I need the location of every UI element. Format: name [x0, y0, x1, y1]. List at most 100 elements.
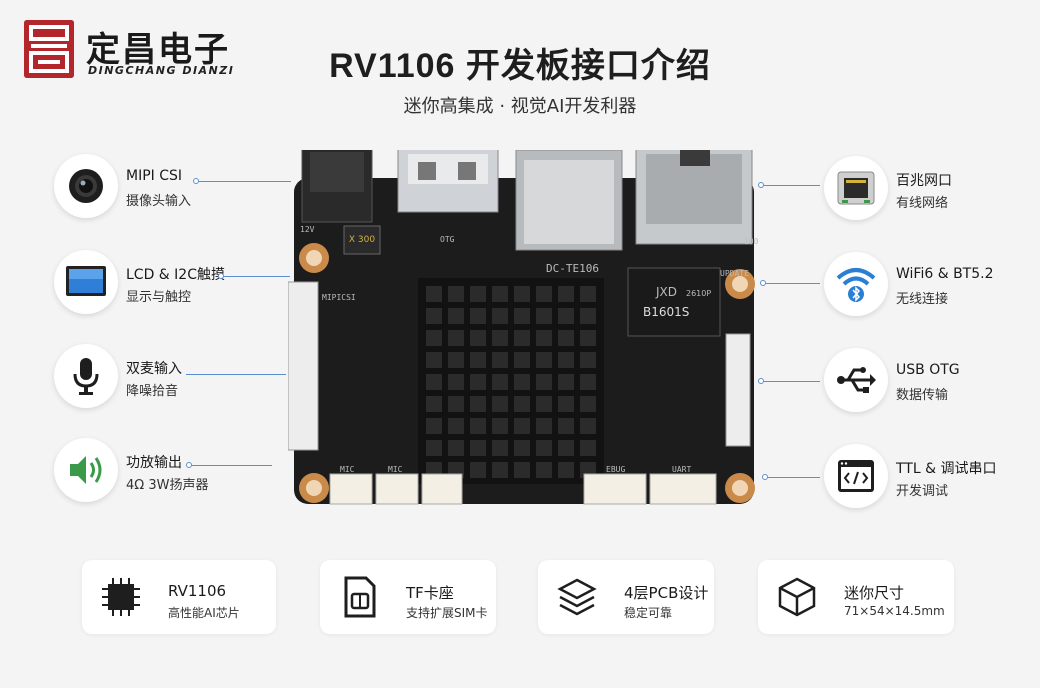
heatsink-fin [492, 308, 508, 324]
card-sub: 高性能AI芯片 [168, 606, 240, 620]
rv1106-board-image: X 300 JXD 2610P B1601S 12V OTG DC-TE106 … [287, 139, 760, 510]
card-pcb: 4层PCB设计 稳定可靠 [538, 560, 714, 634]
heatsink-fin [536, 462, 552, 478]
card-title: 4层PCB设计 [624, 584, 709, 602]
page-title: RV1106 开发板接口介绍 [329, 47, 711, 85]
heatsink-fin [514, 286, 530, 302]
logo-mark-icon [24, 20, 74, 78]
heatsink-fin [492, 286, 508, 302]
feature-label: TTL & 调试串口 [896, 461, 997, 477]
heatsink-fin [536, 330, 552, 346]
leader-line [186, 374, 286, 375]
microphone-icon [54, 344, 118, 408]
heatsink-fin [448, 374, 464, 390]
feature-dual-mic: 双麦输入 降噪拾音 [54, 344, 274, 410]
heatsink-fin [426, 330, 442, 346]
feature-sub: 有线网络 [896, 196, 949, 211]
silk-mic-2: MIC [388, 465, 403, 474]
silk-mic-1: MIC [340, 465, 355, 474]
leader-dot [762, 474, 768, 480]
feature-sub: 降噪拾音 [126, 384, 179, 399]
heatsink-fin [470, 286, 486, 302]
heatsink-fin [470, 330, 486, 346]
feature-label: USB OTG [896, 362, 960, 378]
feature-sub: 开发调试 [896, 484, 949, 499]
heatsink-fin [470, 308, 486, 324]
feature-label: MIPI CSI [126, 168, 183, 184]
heatsink-fin [448, 286, 464, 302]
heatsink-fin [492, 462, 508, 478]
leader-dot [760, 280, 766, 286]
leader-dot [193, 178, 199, 184]
heatsink-fin [580, 286, 596, 302]
card-title: RV1106 [168, 582, 227, 600]
chip-icon [100, 576, 142, 618]
heatsink-fin [514, 396, 530, 412]
heatsink-fin [558, 330, 574, 346]
heatsink-fin [514, 352, 530, 368]
heatsink-fin [580, 440, 596, 456]
display-icon [54, 250, 118, 314]
heatsink-fin [558, 396, 574, 412]
leader-dot [758, 182, 764, 188]
heatsink-fin [492, 440, 508, 456]
heatsink-fin [470, 352, 486, 368]
heatsink-fin [470, 462, 486, 478]
heatsink-fin [558, 462, 574, 478]
silk-uart: UART [672, 465, 691, 474]
heatsink-fin [448, 330, 464, 346]
feature-wifi-bt: WiFi6 & BT5.2 无线连接 [824, 252, 1034, 318]
heatsink-fin [558, 308, 574, 324]
heatsink-fin [514, 462, 530, 478]
feature-usb-otg: USB OTG 数据传输 [824, 348, 1034, 414]
feature-sub: 数据传输 [896, 388, 949, 403]
heatsink-fin [514, 418, 530, 434]
brand-romanized: DINGCHANG DIANZI [88, 64, 235, 77]
feature-sub: 无线连接 [896, 292, 949, 307]
heatsink-fin [426, 286, 442, 302]
heatsink-fin [448, 440, 464, 456]
chip-jxd-label: JXD [655, 285, 677, 299]
card-title: 迷你尺寸 [844, 584, 905, 602]
heatsink-fin [426, 418, 442, 434]
feature-mipi-csi: MIPI CSI 摄像头输入 [54, 154, 274, 220]
inductor-label: X 300 [349, 235, 375, 245]
leader-dot [218, 273, 224, 279]
sim-card-icon [338, 576, 380, 618]
silk-otg: OTG [440, 235, 455, 244]
chip-jxd-part: 2610P [686, 289, 711, 298]
heatsink-fin [470, 396, 486, 412]
camera-icon [54, 154, 118, 218]
terminal-icon [824, 444, 888, 508]
silk-12v: 12V [300, 225, 315, 234]
heatsink-fin [492, 352, 508, 368]
heatsink-fin [426, 440, 442, 456]
heatsink-fin [426, 374, 442, 390]
card-title: TF卡座 [406, 584, 454, 602]
heatsink-fin [580, 374, 596, 390]
heatsink-fin [558, 286, 574, 302]
leader-line [766, 283, 820, 284]
heatsink-fin [580, 418, 596, 434]
heatsink-fin [514, 330, 530, 346]
leader-dot [186, 462, 192, 468]
heatsink-fin [426, 308, 442, 324]
ethernet-icon [824, 156, 888, 220]
leader-line [764, 381, 820, 382]
heatsink-fin [514, 308, 530, 324]
silk-update: UPDATE [720, 269, 749, 278]
heatsink-fin [536, 374, 552, 390]
heatsink-fin [558, 440, 574, 456]
heatsink-fin [448, 352, 464, 368]
feature-label: 百兆网口 [896, 173, 952, 189]
leader-line [768, 477, 820, 478]
heatsink-fin [558, 418, 574, 434]
feature-ttl-debug: TTL & 调试串口 开发调试 [824, 444, 1034, 510]
wifi-bluetooth-icon [824, 252, 888, 316]
heatsink-fin [448, 308, 464, 324]
silk-debug: EBUG [606, 465, 625, 474]
feature-label: 双麦输入 [126, 361, 182, 377]
heatsink-fin [426, 352, 442, 368]
heatsink-fin [580, 308, 596, 324]
silk-100m: 100 [744, 237, 759, 246]
